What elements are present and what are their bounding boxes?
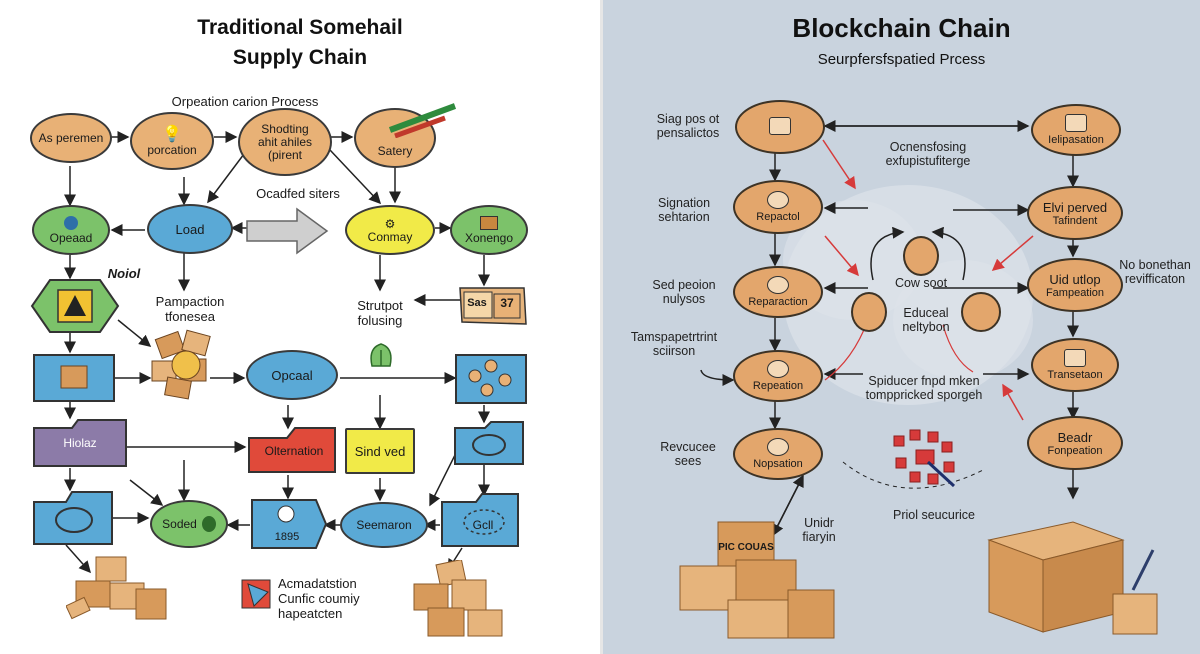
lightbulb-icon: 💡	[162, 125, 182, 143]
node-soded: Soded	[150, 500, 228, 548]
recycle-icon	[201, 516, 216, 532]
right-subtitle: Seurpfersfspatied Prcess	[817, 51, 986, 68]
lock-icon	[1065, 114, 1087, 132]
label-tamspar: Tamspapetrtrint sciirson	[630, 330, 718, 358]
node-transetaon: Transetaon	[1031, 338, 1119, 392]
left-title-line2: Supply Chain	[232, 46, 368, 69]
boxes-pile-blockchain-right	[987, 521, 1158, 635]
node-top-center	[735, 100, 825, 154]
node-reparaction: Reparaction	[733, 266, 823, 318]
label-cow-soot: Cow soot	[894, 276, 948, 290]
network-panel-icon	[455, 354, 527, 404]
gear-icon: ⚙	[384, 216, 396, 231]
olternation-label: Olternation	[264, 444, 324, 458]
year-label: 1895	[274, 531, 300, 543]
gcll-shape	[441, 493, 519, 547]
plant-icon	[370, 343, 392, 367]
node-porcation: 💡 porcation	[130, 112, 214, 170]
trash-icon	[903, 236, 939, 276]
right-arrows	[700, 120, 1079, 537]
pampaction-label: Pampaction tfonesea	[155, 294, 225, 324]
noiol-label: Noiol	[107, 266, 141, 281]
boxes-cluster-icon	[151, 329, 211, 400]
globe-icon	[767, 191, 789, 209]
label-ocnens: Ocnensfosing exfupistufiterge	[885, 140, 971, 168]
bird-icon	[64, 215, 78, 230]
boxes-pile-right	[413, 560, 503, 637]
boxes-pile-blockchain-left	[679, 521, 835, 639]
cycle-shape-left	[33, 491, 113, 545]
node-conmay: ⚙ Conmay	[345, 205, 435, 255]
node-nopsation: Nopsation	[733, 428, 823, 480]
node-elvi-perved: Elvi perved Tafindent	[1027, 186, 1123, 240]
warning-hexagon-icon	[30, 279, 120, 333]
lightbulb-icon	[851, 292, 887, 332]
label-spiducer: Spiducer fnpd mken tomppricked sporgeh	[865, 374, 983, 402]
blockchain-node-icon	[893, 429, 956, 488]
label-no-bonethan: No bonethan revifficaton	[1119, 258, 1191, 286]
box-panel-icon	[33, 354, 115, 402]
node-opcaal: Opcaal	[246, 350, 338, 400]
panel-divider	[600, 0, 603, 654]
label-unidr: Unidr fiaryin	[802, 516, 836, 544]
globe-icon	[767, 276, 789, 294]
ticket-37: 37	[500, 296, 514, 310]
oval-sites-label: Ocadfed siters	[256, 186, 340, 201]
label-revcucee: Revcucee sees	[660, 440, 716, 468]
left-arrows	[64, 131, 490, 574]
left-title-line1: Traditional Somehail	[197, 16, 403, 39]
year-badge-shape	[251, 499, 328, 549]
ticket-sas: Sas	[467, 297, 487, 309]
document-warning-icon	[241, 579, 271, 609]
legend-label: Acmadatstion Cunfic coumiy hapeatcten	[278, 576, 360, 621]
box-icon	[480, 215, 498, 230]
node-repactol: Repactol	[733, 180, 823, 234]
strutpot-label: Strutpot folusing	[357, 298, 403, 328]
cycle-panel-icon	[454, 421, 524, 465]
blockchain-chain-panel: Blockchain Chain Seurpfersfspatied Prces…	[603, 0, 1200, 654]
scanner-icon	[769, 117, 791, 135]
gcll-label: Gcll	[472, 518, 494, 532]
node-xonengo: Xonengo	[450, 205, 528, 255]
node-sind-ved: Sind ved	[345, 428, 415, 474]
label-sed-peoion: Sed peoion nulysos	[652, 278, 716, 306]
ticket-icon	[459, 287, 527, 325]
label-signation: Signation sehtarion	[657, 196, 711, 224]
process-label: Orpeation carion Process	[171, 94, 319, 109]
hiolaz-label: Hiolaz	[63, 436, 97, 450]
node-opeaad: Opeaad	[32, 205, 110, 255]
box-label: PIC COUAS	[718, 542, 774, 553]
node-ielipasation: Ielipasation	[1031, 104, 1121, 156]
node-beadr: Beadr Fonpeation	[1027, 416, 1123, 470]
node-repeation: Repeation	[733, 350, 823, 402]
olternation-shape	[248, 427, 336, 473]
magnifier-icon	[767, 438, 789, 456]
right-title: Blockchain Chain	[792, 13, 1011, 43]
folder-icon	[1064, 349, 1086, 367]
node-seemaron: Seemaron	[340, 502, 428, 548]
label-siag: Siag pos ot pensalictos	[656, 112, 720, 140]
node-as-peremen: As peremen	[30, 113, 112, 163]
node-shodting: Shodting ahit ahiles (pirent	[238, 108, 332, 176]
arrow-right-icon	[246, 207, 329, 255]
label-priol: Priol seucurice	[893, 508, 975, 522]
boxes-pile-left	[66, 556, 167, 620]
traditional-supply-chain-panel: Traditional Somehail Supply Chain Orpeat…	[30, 16, 528, 637]
label-educeal: Educeal neltybon	[902, 306, 950, 334]
node-load: Load	[147, 204, 233, 254]
globe-icon	[767, 360, 789, 378]
basket-icon	[961, 292, 1001, 332]
hiolaz-shape	[33, 419, 127, 467]
tools-icon	[388, 103, 457, 138]
node-uid-utlop: Uid utlop Fampeation	[1027, 258, 1123, 312]
